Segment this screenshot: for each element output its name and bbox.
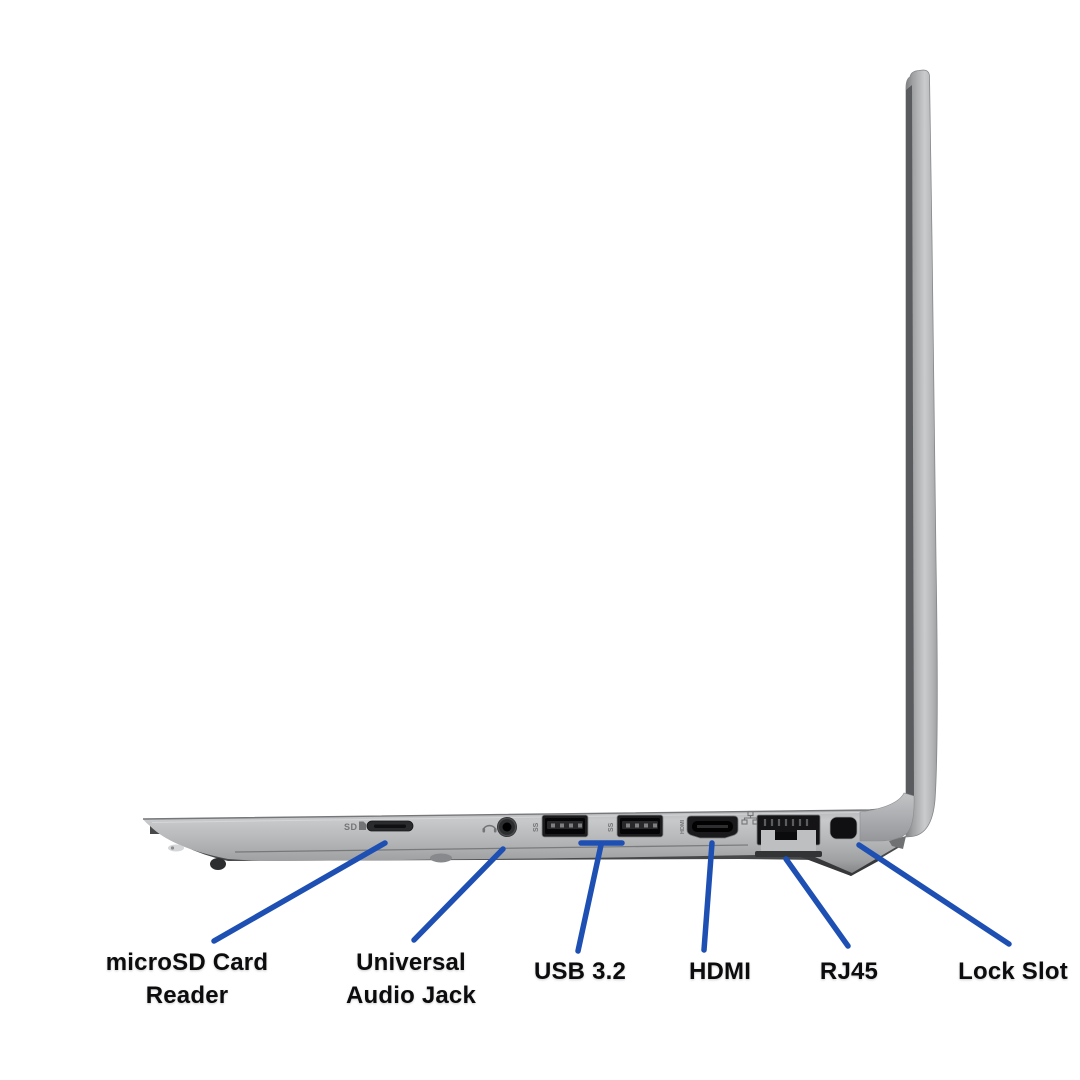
rj45-port bbox=[755, 814, 822, 857]
usb-ss-icon-2: SS bbox=[608, 822, 615, 832]
sd-marking: SD bbox=[344, 822, 358, 832]
audio-jack-ring bbox=[497, 817, 517, 837]
base-indicator-capsule bbox=[168, 844, 184, 852]
lock-slot bbox=[829, 816, 858, 840]
audio-callout-line bbox=[411, 846, 506, 943]
usb-ss-icon-1: SS bbox=[533, 822, 540, 832]
rj45-callout-line bbox=[783, 856, 851, 949]
front-foot bbox=[210, 858, 226, 870]
base-indicator-dot bbox=[170, 846, 175, 850]
hinge-shadow bbox=[889, 836, 906, 849]
lock-callout-line bbox=[856, 842, 1012, 947]
label-audio: Universal Audio Jack bbox=[345, 949, 477, 1009]
hdmi-marking: HDMI bbox=[680, 819, 686, 834]
mid-foot bbox=[430, 853, 452, 863]
hinge-fillet bbox=[859, 792, 915, 842]
label-rj45: RJ45 bbox=[819, 958, 879, 985]
label-hdmi: HDMI bbox=[688, 958, 752, 985]
hdmi-callout-line bbox=[701, 840, 715, 953]
usb-callout-line bbox=[575, 842, 604, 954]
lid-front-edge-strip bbox=[906, 85, 914, 831]
microsd-slot-inner bbox=[374, 824, 406, 828]
ethernet-icon bbox=[741, 810, 759, 825]
microsd-callout-line bbox=[211, 840, 388, 944]
usb-port-1 bbox=[541, 814, 589, 838]
label-microsd: microSD Card Reader bbox=[105, 949, 269, 1009]
headphone-icon-pad-right bbox=[493, 828, 497, 833]
hdmi-port bbox=[686, 815, 739, 839]
headphone-icon-pad-left bbox=[482, 828, 486, 833]
usb-port-2 bbox=[616, 814, 664, 838]
label-lock: Lock Slot bbox=[958, 958, 1068, 985]
base-top-highlight bbox=[151, 811, 896, 823]
sd-card-icon bbox=[359, 821, 366, 830]
audio-jack-hole bbox=[502, 822, 512, 832]
label-usb: USB 3.2 bbox=[533, 958, 627, 985]
